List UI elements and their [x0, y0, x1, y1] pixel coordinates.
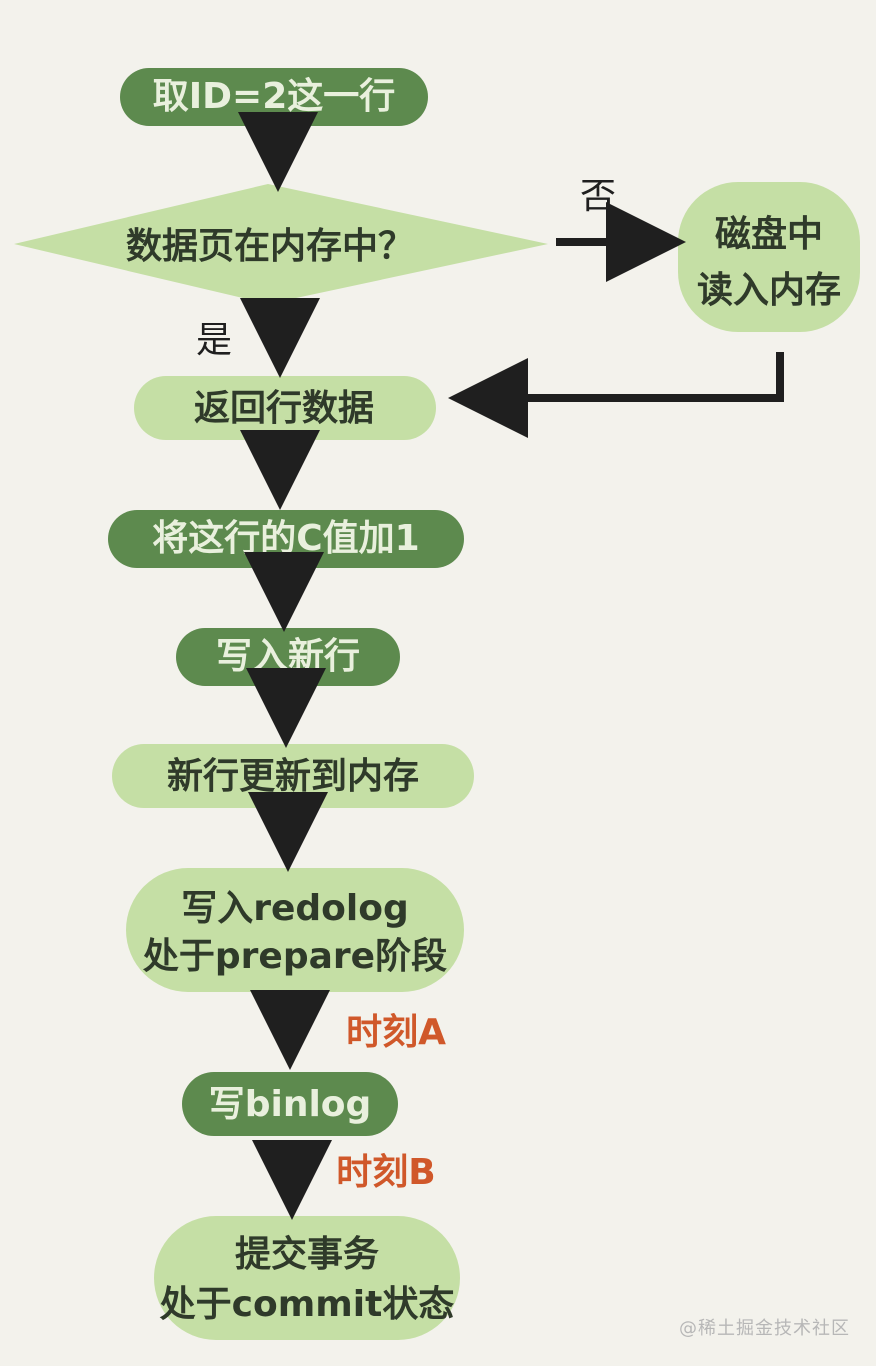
- node-write-new-row: 写入新行: [176, 628, 400, 686]
- node-in-memory-question: 数据页在内存中？: [14, 184, 548, 304]
- node-disk-read-line-1: 磁盘中: [715, 213, 823, 255]
- node-in-memory-question-label: 数据页在内存中？: [126, 226, 414, 267]
- edge-disk-to-return: [448, 352, 784, 438]
- node-fetch-row-label: 取ID=2这一行: [153, 76, 396, 117]
- node-update-memory: 新行更新到内存: [112, 744, 474, 808]
- moment-b-label: 时刻B: [336, 1152, 435, 1193]
- node-commit: 提交事务 处于commit状态: [154, 1216, 460, 1340]
- node-update-memory-label: 新行更新到内存: [167, 756, 419, 797]
- node-write-new-row-label: 写入新行: [216, 636, 360, 677]
- node-disk-read: 磁盘中 读入内存: [678, 182, 860, 332]
- node-add-c-label: 将这行的C值加1: [152, 518, 419, 559]
- node-write-binlog-label: 写binlog: [209, 1084, 372, 1125]
- edge-label-yes: 是: [196, 320, 232, 361]
- node-redolog-prepare-line-1: 写入redolog: [181, 888, 409, 929]
- node-fetch-row: 取ID=2这一行: [120, 68, 428, 126]
- node-commit-line-1: 提交事务: [235, 1233, 379, 1275]
- edge-label-no: 否: [580, 176, 616, 217]
- node-redolog-prepare: 写入redolog 处于prepare阶段: [126, 868, 464, 992]
- node-redolog-prepare-line-2: 处于prepare阶段: [143, 936, 447, 977]
- node-commit-line-2: 处于commit状态: [160, 1284, 455, 1325]
- node-return-row: 返回行数据: [134, 376, 436, 440]
- node-disk-read-line-2: 读入内存: [697, 270, 841, 311]
- moment-a-label: 时刻A: [346, 1012, 446, 1053]
- node-add-c: 将这行的C值加1: [108, 510, 464, 568]
- node-return-row-label: 返回行数据: [194, 388, 374, 429]
- node-write-binlog: 写binlog: [182, 1072, 398, 1136]
- watermark: @稀土掘金技术社区: [679, 1318, 850, 1339]
